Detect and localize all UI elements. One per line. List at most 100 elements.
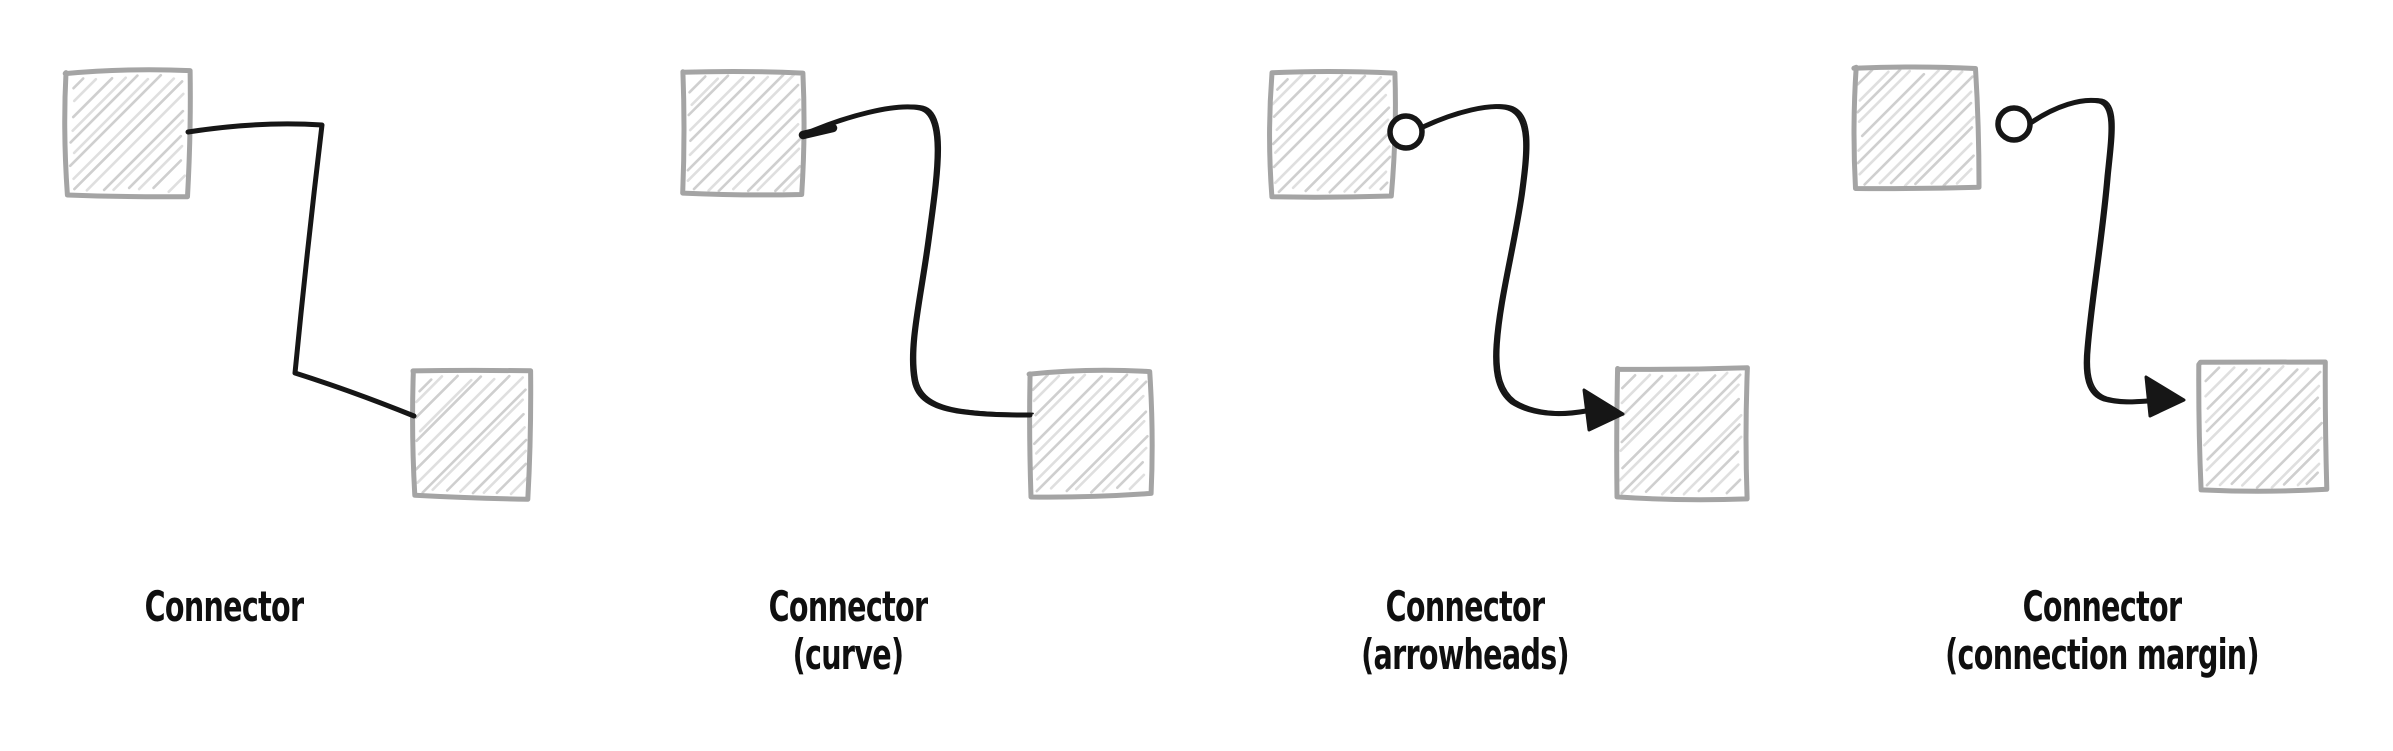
panel-connector-connection-margin: [1851, 64, 2330, 494]
hatch-line: [1620, 373, 1652, 405]
hatch-line: [1670, 423, 1741, 494]
hatch-line: [1032, 374, 1061, 403]
hatch-line: [1034, 376, 1075, 417]
label-connector-arrowheads: Connector (arrowheads): [1361, 584, 1569, 680]
connector-line: [800, 104, 1033, 418]
hatch-line: [1304, 106, 1391, 193]
hatch-line: [1353, 155, 1392, 194]
hatch-line: [2203, 365, 2285, 447]
panel-connector-curve: [680, 68, 1155, 500]
hatch-line: [1903, 115, 1976, 188]
source-box: [62, 67, 193, 200]
box-hatch: [1031, 373, 1149, 494]
target-box: [1614, 365, 1750, 503]
hatch-line: [1682, 435, 1743, 496]
hatch-line: [1858, 70, 1890, 102]
hatch-line: [1858, 70, 1964, 176]
source-box: [1267, 69, 1398, 200]
hatch-line: [1031, 373, 1050, 392]
hatch-line: [1660, 413, 1743, 496]
hatch-line: [1710, 463, 1740, 493]
hatch-line: [1619, 372, 1699, 453]
label-connector-connection-margin: Connector (connection margin): [1945, 584, 2259, 680]
hatch-line: [417, 377, 496, 456]
hatch-line: [72, 77, 85, 90]
hatch-line: [1074, 419, 1146, 491]
hatch-line: [137, 144, 184, 191]
hatch-line: [1621, 374, 1678, 431]
hatch-line: [1955, 167, 1973, 185]
box-outline: [1851, 64, 1982, 192]
hatch-line: [1620, 373, 1742, 495]
hatch-line: [1316, 118, 1390, 192]
label-line-2: (arrowheads): [1361, 632, 1569, 680]
target-box: [410, 367, 534, 502]
hatch-line: [68, 73, 163, 168]
hatch-line: [2218, 384, 2321, 487]
hatch-line: [102, 109, 185, 192]
hatch-line: [1620, 373, 1691, 444]
hatch-line: [445, 412, 525, 492]
hatch-line: [1031, 373, 1129, 471]
hatch-line: [1856, 68, 1874, 86]
hatch-line: [2206, 368, 2248, 410]
hatch-line: [509, 476, 529, 496]
hatch-line: [1379, 181, 1389, 191]
connector-line: [1420, 104, 1589, 417]
hatch-line: [1697, 450, 1740, 493]
hatch-line: [1274, 76, 1383, 185]
hatch-line: [1116, 460, 1144, 490]
hatch-line: [1621, 374, 1664, 417]
hatch-line: [471, 438, 528, 495]
connection-start-circle: [1387, 113, 1425, 151]
hatch-line: [773, 165, 802, 193]
hatch-line: [73, 80, 184, 191]
hatch-line: [707, 98, 801, 192]
hatch-line: [1128, 473, 1146, 491]
hatch-line: [690, 77, 720, 107]
hatch-line: [2305, 471, 2319, 486]
hatch-line: [782, 173, 802, 193]
hatch-line: [2296, 462, 2321, 487]
hatch-line: [746, 137, 802, 193]
hatch-line: [72, 77, 98, 103]
hatch-line: [1271, 73, 1304, 106]
hatch-line: [688, 75, 745, 132]
hatch-line: [2204, 366, 2262, 424]
hatch-line: [1856, 68, 1953, 165]
hatch-line: [2205, 367, 2271, 433]
hatch-line: [1930, 142, 1973, 185]
hatch-line: [1271, 73, 1344, 146]
panel-connector: [62, 67, 534, 502]
hatch-line: [717, 108, 802, 193]
hatch-line: [416, 376, 525, 485]
hatch-line: [731, 123, 800, 191]
hatch-line: [72, 77, 150, 155]
hatch-line: [414, 374, 459, 419]
hatch-line: [482, 449, 528, 495]
hatch-line: [414, 374, 511, 471]
hatch-line: [2255, 421, 2323, 490]
target-box: [1026, 367, 1155, 500]
box-outline: [1026, 367, 1155, 500]
hatch-line: [167, 174, 187, 194]
hatch-line: [1272, 74, 1316, 118]
box-hatch: [1856, 68, 1976, 188]
hatch-line: [1878, 90, 1973, 185]
hatch-line: [2205, 367, 2310, 472]
hatch-line: [1065, 410, 1148, 493]
box-outline: [1267, 69, 1398, 200]
box-hatch: [1618, 371, 1743, 496]
panel-labels: Connector Connector (curve) Connector (a…: [145, 584, 2260, 680]
box-outline: [2196, 359, 2330, 494]
hatch-line: [1272, 74, 1367, 169]
hatch-line: [1274, 76, 1352, 154]
hatch-line: [418, 378, 473, 433]
hatch-line: [687, 74, 730, 117]
box-outline: [62, 67, 193, 200]
label-connector: Connector: [145, 584, 305, 632]
label-line-2: (curve): [793, 632, 904, 680]
hatch-line: [2205, 370, 2322, 487]
hatch-line: [431, 398, 525, 492]
